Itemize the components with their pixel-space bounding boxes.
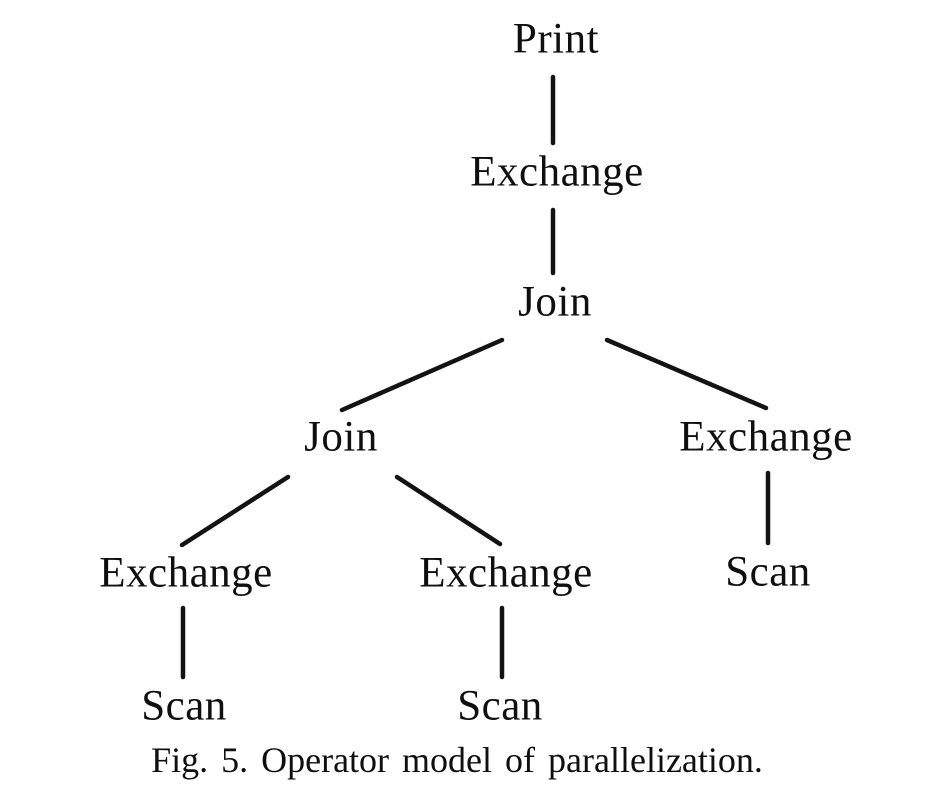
- node-exchange-top: Exchange: [470, 148, 644, 196]
- node-exchange-right: Exchange: [679, 413, 853, 461]
- figure-caption: Fig. 5. Operator model of parallelizatio…: [151, 740, 763, 780]
- edge-joinlower-exchangeleft: [179, 474, 291, 548]
- node-scan-left: Scan: [141, 682, 227, 730]
- node-exchange-left: Exchange: [99, 549, 273, 597]
- edge-join-joinlower: [339, 337, 505, 413]
- node-join-lower: Join: [304, 413, 378, 461]
- node-print: Print: [512, 15, 600, 63]
- edge-joinlower-exchangemiddle: [394, 474, 503, 547]
- node-scan-middle: Scan: [457, 682, 543, 730]
- node-scan-right: Scan: [725, 548, 811, 596]
- edge-join-exchangeright: [604, 337, 769, 411]
- node-exchange-middle: Exchange: [419, 549, 593, 597]
- node-join-upper: Join: [518, 278, 592, 326]
